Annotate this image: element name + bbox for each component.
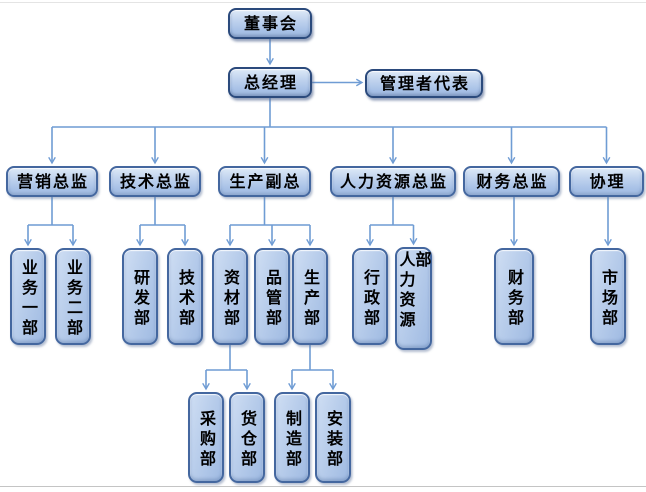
org-node-qc: 品管部 xyxy=(254,248,290,345)
org-node-install: 安装部 xyxy=(315,392,351,483)
org-node-label-mfg: 制造部 xyxy=(283,409,302,470)
org-node-label-fin-dir: 财务总监 xyxy=(476,171,549,191)
org-node-mkt-dir: 营销总监 xyxy=(6,166,98,197)
bottom-rule xyxy=(0,486,646,487)
org-node-prod: 生产部 xyxy=(292,248,328,345)
org-node-prod-vp: 生产副总 xyxy=(218,166,311,197)
org-node-label-admin: 行政部 xyxy=(361,268,380,329)
org-node-label-biz2: 业务二部 xyxy=(64,258,83,339)
org-node-biz2: 业务二部 xyxy=(55,248,91,345)
org-node-label-biz1: 业务一部 xyxy=(19,258,38,339)
org-node-label-material: 资材部 xyxy=(221,268,240,329)
org-node-tech-dir: 技术总监 xyxy=(109,166,201,197)
org-node-label-fin: 财务部 xyxy=(505,268,524,329)
org-node-fin: 财务部 xyxy=(494,248,534,345)
top-rule xyxy=(0,2,646,3)
org-node-label-assistant: 协理 xyxy=(589,171,626,191)
org-node-label-purchase: 采购部 xyxy=(197,409,216,470)
org-node-mfg: 制造部 xyxy=(274,392,310,483)
org-node-gm: 总经理 xyxy=(228,67,312,98)
org-node-label-warehouse: 货仓部 xyxy=(238,409,257,470)
org-node-label-gm: 总经理 xyxy=(243,72,298,92)
org-node-label-prod: 生产部 xyxy=(301,268,320,329)
org-node-label-rd: 研发部 xyxy=(131,268,150,329)
org-node-material: 资材部 xyxy=(212,248,248,345)
org-node-label-board: 董事会 xyxy=(243,13,298,33)
org-node-rep: 管理者代表 xyxy=(365,69,483,98)
org-node-admin: 行政部 xyxy=(352,248,388,345)
org-node-market: 市场部 xyxy=(590,248,626,345)
org-node-purchase: 采购部 xyxy=(188,392,224,483)
org-node-label-prod-vp: 生产副总 xyxy=(229,171,302,191)
org-node-board: 董事会 xyxy=(228,8,312,39)
org-node-hr-dir: 人力资源总监 xyxy=(330,166,456,197)
org-node-assistant: 协理 xyxy=(569,166,644,197)
org-node-label-mkt-dir: 营销总监 xyxy=(16,171,89,191)
org-node-label-hr: 人力资源部 xyxy=(396,251,432,331)
org-node-label-hr-dir: 人力资源总监 xyxy=(339,171,448,191)
org-node-fin-dir: 财务总监 xyxy=(463,166,560,197)
org-node-warehouse: 货仓部 xyxy=(229,392,265,483)
org-node-hr: 人力资源部 xyxy=(395,247,432,350)
org-node-label-install: 安装部 xyxy=(324,409,343,470)
org-node-label-qc: 品管部 xyxy=(263,268,282,329)
org-node-label-market: 市场部 xyxy=(599,268,618,329)
org-node-label-tech: 技术部 xyxy=(176,268,195,329)
org-node-rd: 研发部 xyxy=(122,248,158,345)
org-node-biz1: 业务一部 xyxy=(10,248,46,345)
org-node-label-tech-dir: 技术总监 xyxy=(119,171,192,191)
org-node-label-rep: 管理者代表 xyxy=(379,73,470,93)
org-node-tech: 技术部 xyxy=(167,248,203,345)
